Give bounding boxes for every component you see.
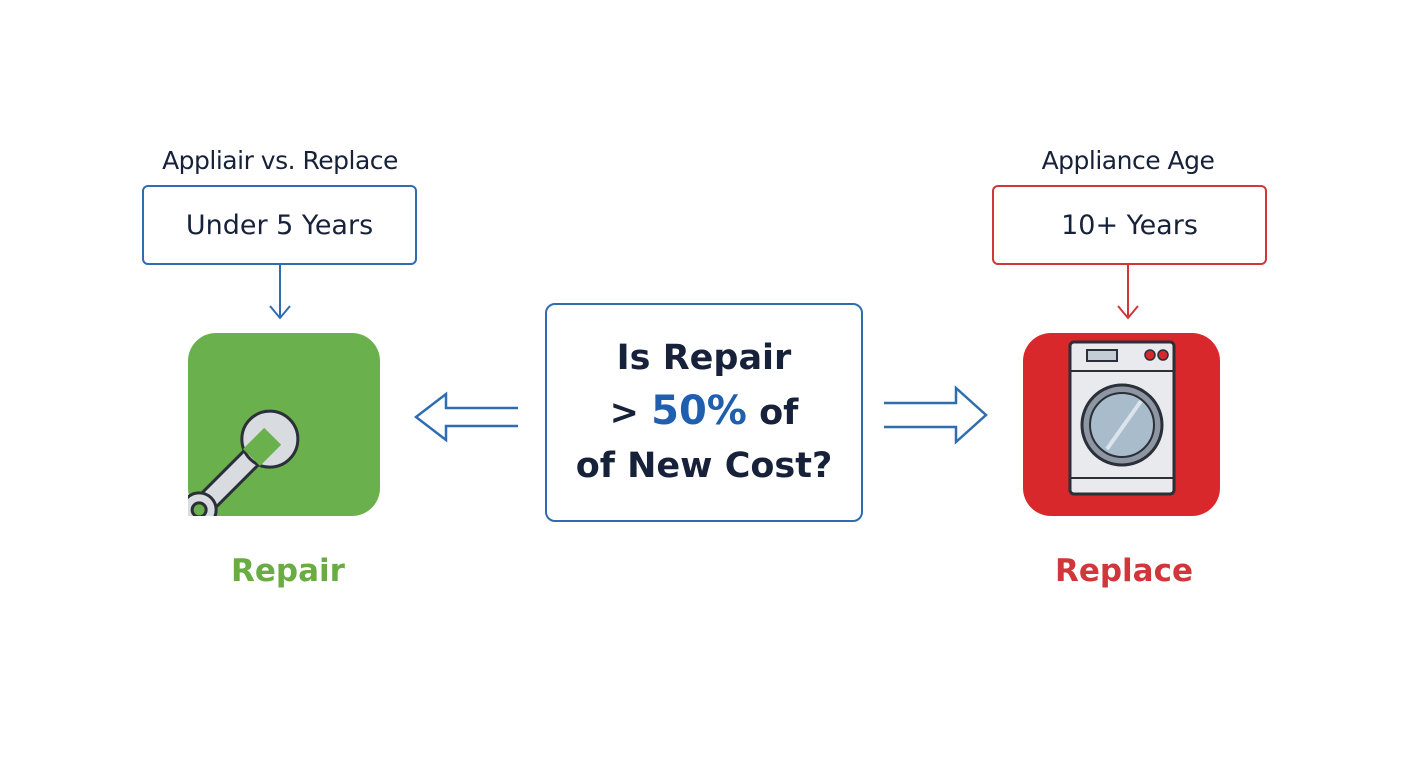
left-title: Appliair vs. Replace xyxy=(162,146,398,175)
right-condition-box: 10+ Years xyxy=(992,185,1267,265)
repair-tile xyxy=(180,333,380,529)
replace-tile xyxy=(1023,333,1220,516)
decision-line-3: of New Cost? xyxy=(575,446,833,486)
left-hollow-arrow-icon xyxy=(413,391,518,443)
repair-label: Repair xyxy=(231,553,345,589)
left-condition-box: Under 5 Years xyxy=(142,185,417,265)
prefix: > xyxy=(609,393,652,433)
washing-machine-icon xyxy=(1068,340,1176,496)
right-down-arrow-icon xyxy=(1117,264,1139,320)
decision-line-2: > 50% of xyxy=(610,385,799,440)
right-title: Appliance Age xyxy=(1041,146,1215,175)
right-condition: 10+ Years xyxy=(1061,209,1198,241)
percent: 50% xyxy=(651,388,747,434)
decision-box: Is Repair > 50% of of New Cost? xyxy=(545,303,863,522)
right-hollow-arrow-icon xyxy=(884,385,988,445)
replace-label: Replace xyxy=(1054,553,1194,589)
left-down-arrow-icon xyxy=(269,264,291,320)
decision-line-1: Is Repair xyxy=(616,338,792,378)
left-condition: Under 5 Years xyxy=(185,209,374,241)
suffix: of xyxy=(746,393,799,433)
wrench-icon xyxy=(180,409,300,529)
